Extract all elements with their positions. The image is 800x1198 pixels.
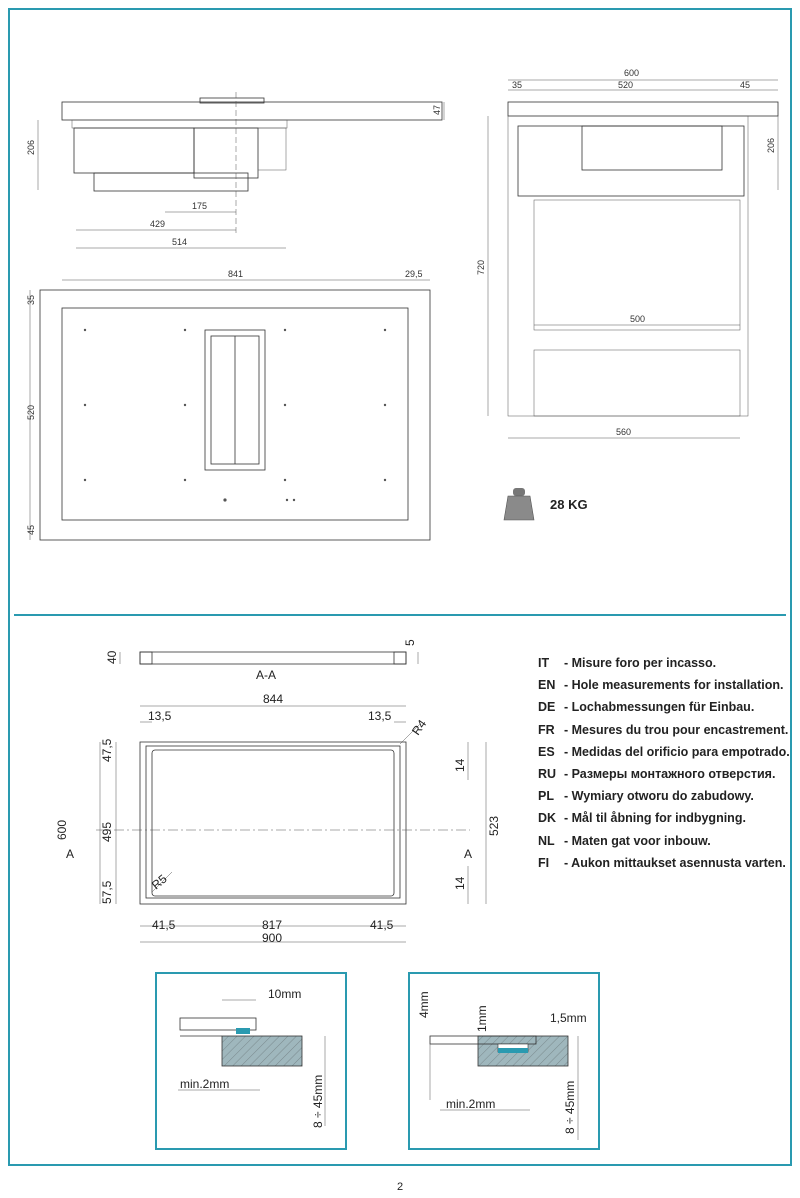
- legend-code: DK: [538, 811, 557, 826]
- section-label-aa: A-A: [256, 668, 276, 682]
- legend-item-es: ES - Medidas del orificio para empotrado.: [538, 741, 790, 763]
- dim-720: 720: [476, 260, 486, 275]
- detail-left-8-45mm: 8 ÷ 45mm: [311, 1075, 325, 1128]
- legend-text: - Wymiary otworu do zabudowy.: [564, 789, 754, 804]
- dim-844: 844: [263, 692, 283, 706]
- legend-code: IT: [538, 656, 550, 670]
- legend-text: - Hole measurements for installation.: [564, 678, 784, 693]
- legend-code: DE: [538, 700, 556, 715]
- section-divider: [14, 614, 786, 616]
- detail-left-min2mm: min.2mm: [180, 1077, 229, 1091]
- dim-41-5-left: 41,5: [152, 918, 176, 932]
- dim-514: 514: [172, 237, 187, 247]
- dim-175: 175: [192, 201, 207, 211]
- legend-item-de: DE - Lochabmessungen für Einbau.: [538, 696, 790, 718]
- dim-560: 560: [616, 427, 631, 437]
- dim-45-cabinet: 45: [740, 80, 750, 90]
- dim-206-cabinet: 206: [766, 138, 776, 153]
- hob-plan-view: [29, 279, 431, 541]
- dim-47: 47: [432, 105, 442, 115]
- legend-item-pl: PL - Wymiary otworu do zabudowy.: [538, 785, 790, 807]
- legend-item-fr: FR - Mesures du trou pour encastrement.: [538, 719, 790, 741]
- legend-code: ES: [538, 744, 555, 759]
- detail-right-8-45mm: 8 ÷ 45mm: [563, 1081, 577, 1134]
- legend-code: FI: [538, 855, 550, 870]
- legend-item-ru: RU - Размеры монтажного отверстия.: [538, 763, 790, 785]
- dim-35-plan: 35: [26, 295, 36, 305]
- radius-r4: R4: [409, 717, 429, 738]
- dim-841: 841: [228, 269, 243, 279]
- legend-code: FR: [538, 722, 555, 737]
- legend-text: - Aukon mittaukset asennusta varten.: [564, 855, 786, 870]
- dim-29-5: 29,5: [405, 269, 423, 279]
- dim-35-cabinet: 35: [512, 80, 522, 90]
- section-marker-a-right: A: [464, 847, 472, 861]
- detail-left-box: [155, 972, 347, 1150]
- legend-text: - Размеры монтажного отверстия.: [564, 767, 776, 782]
- dim-13-5-left: 13,5: [148, 709, 172, 723]
- legend-code: PL: [538, 789, 554, 804]
- dim-520-plan: 520: [26, 405, 36, 420]
- dim-40: 40: [105, 650, 119, 664]
- legend-code: EN: [538, 678, 556, 693]
- page-number: 2: [396, 1181, 404, 1193]
- legend-text: - Misure foro per incasso.: [564, 656, 717, 670]
- legend-code: RU: [538, 767, 557, 782]
- dim-520-cabinet: 520: [618, 80, 633, 90]
- legend-item-en: EN - Hole measurements for installation.: [538, 674, 790, 696]
- weight-icon: [503, 488, 535, 521]
- cutout-section-aa: [119, 651, 419, 665]
- detail-right-box: [408, 972, 600, 1150]
- dim-500: 500: [630, 314, 645, 324]
- dim-5: 5: [403, 639, 417, 646]
- detail-left-drawing: [178, 999, 326, 1126]
- section-marker-a-left: A: [66, 847, 74, 861]
- dim-600-cutout: 600: [55, 820, 69, 840]
- cabinet-side-view: [487, 79, 779, 439]
- dim-523: 523: [487, 816, 501, 836]
- detail-right-1-5mm: 1,5mm: [550, 1011, 587, 1025]
- legend-item-nl: NL - Maten gat voor inbouw.: [538, 830, 790, 852]
- legend-text: - Lochabmessungen für Einbau.: [564, 700, 755, 715]
- legend-item-it: IT - Misure foro per incasso.: [538, 652, 790, 674]
- dim-900: 900: [262, 931, 282, 945]
- dim-47-5: 47,5: [100, 738, 114, 762]
- legend-text: - Mesures du trou pour encastrement.: [564, 722, 789, 737]
- legend-text: - Mål til åbning for indbygning.: [564, 811, 746, 826]
- legend-code: NL: [538, 833, 555, 848]
- dim-57-5: 57,5: [100, 880, 114, 904]
- detail-right-1mm: 1mm: [475, 1005, 489, 1032]
- dim-206-side: 206: [26, 140, 36, 155]
- dim-429: 429: [150, 219, 165, 229]
- cutout-plan-view: [96, 705, 487, 943]
- hob-side-view: [37, 92, 445, 249]
- dim-817: 817: [262, 918, 282, 932]
- detail-right-drawing: [429, 1035, 579, 1140]
- dim-14-bottom: 14: [453, 876, 467, 890]
- legend-text: - Medidas del orificio para empotrado.: [564, 744, 790, 759]
- dim-600-cabinet: 600: [624, 68, 639, 78]
- dim-13-5-right: 13,5: [368, 709, 392, 723]
- detail-right-min2mm: min.2mm: [446, 1097, 495, 1111]
- detail-left-10mm: 10mm: [268, 987, 301, 1001]
- dim-41-5-right: 41,5: [370, 918, 394, 932]
- dim-45-plan: 45: [26, 525, 36, 535]
- language-legend: IT - Misure foro per incasso. EN - Hole me…: [538, 652, 790, 874]
- detail-right-4mm: 4mm: [417, 991, 431, 1018]
- dim-14-top: 14: [453, 758, 467, 772]
- legend-item-fi: FI - Aukon mittaukset asennusta varten.: [538, 852, 790, 874]
- legend-item-dk: DK - Mål til åbning for indbygning.: [538, 807, 790, 829]
- legend-text: - Maten gat voor inbouw.: [564, 833, 711, 848]
- weight-label: 28 KG: [550, 497, 588, 512]
- dim-495: 495: [100, 822, 114, 842]
- page-frame: [8, 8, 792, 1166]
